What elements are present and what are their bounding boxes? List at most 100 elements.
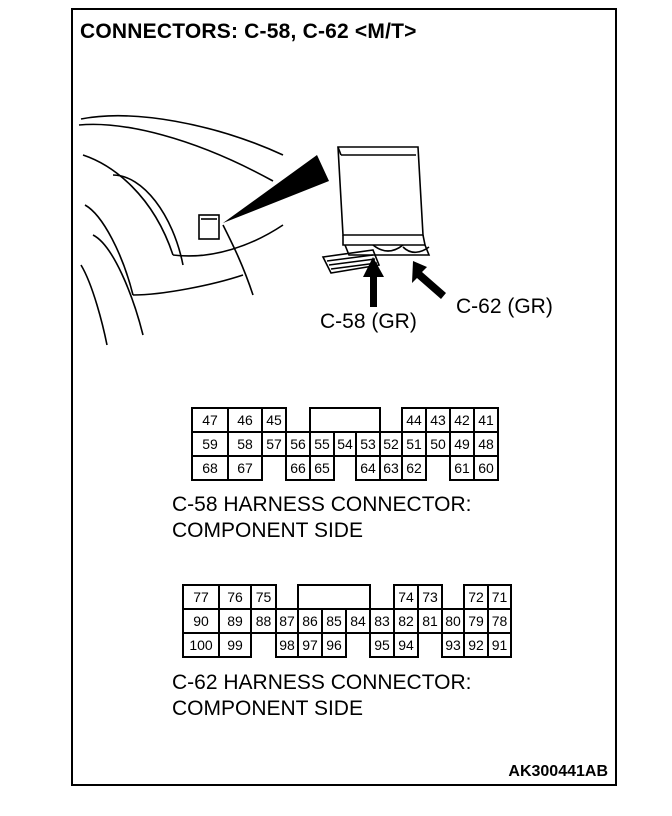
pin-number: 78 bbox=[492, 613, 508, 629]
pin-number: 58 bbox=[237, 436, 253, 452]
pin-number: 95 bbox=[374, 637, 390, 653]
pin-cell bbox=[227, 431, 263, 457]
pin-number: 84 bbox=[350, 613, 366, 629]
pin-number: 94 bbox=[398, 637, 414, 653]
pin-number: 48 bbox=[478, 436, 494, 452]
c58-callout: C-58 (GR) bbox=[320, 310, 417, 333]
pin-cell bbox=[355, 431, 381, 457]
pin-number: 73 bbox=[422, 589, 438, 605]
pin-number: 99 bbox=[227, 637, 243, 653]
c58-top-opening bbox=[309, 407, 381, 433]
pin-cell bbox=[191, 407, 229, 433]
pin-number: 45 bbox=[266, 412, 282, 428]
pin-number: 89 bbox=[227, 613, 243, 629]
pin-number: 66 bbox=[290, 460, 306, 476]
pin-number: 72 bbox=[468, 589, 484, 605]
pin-cell bbox=[250, 608, 277, 634]
pin-number: 77 bbox=[193, 589, 209, 605]
pin-number: 82 bbox=[398, 613, 414, 629]
pin-number: 91 bbox=[492, 637, 508, 653]
pin-number: 86 bbox=[302, 613, 318, 629]
pin-number: 49 bbox=[454, 436, 470, 452]
pin-cell bbox=[425, 431, 451, 457]
pin-number: 68 bbox=[202, 460, 218, 476]
pin-cell bbox=[321, 632, 347, 658]
pin-number: 71 bbox=[492, 589, 508, 605]
pin-cell bbox=[309, 455, 335, 481]
diagram-frame bbox=[71, 8, 617, 786]
pin-number: 79 bbox=[468, 613, 484, 629]
pin-number: 90 bbox=[193, 613, 209, 629]
pin-cell bbox=[218, 632, 252, 658]
pin-cell bbox=[487, 632, 512, 658]
pin-cell bbox=[227, 455, 263, 481]
pin-number: 97 bbox=[302, 637, 318, 653]
c62-top-opening bbox=[297, 584, 371, 610]
c58-pin-grid: 47 46 45 44 43 42 41 59 58 57 56 55 54 53 52 51 50 49 48 68… bbox=[191, 407, 499, 481]
pin-number: 42 bbox=[454, 412, 470, 428]
pin-number: 62 bbox=[406, 460, 422, 476]
c62-caption: C-62 HARNESS CONNECTOR: COMPONENT SIDE bbox=[172, 670, 472, 722]
pointer-wedge bbox=[223, 155, 329, 223]
pin-number: 53 bbox=[360, 436, 376, 452]
pin-number: 74 bbox=[398, 589, 414, 605]
pin-number: 81 bbox=[422, 613, 438, 629]
pin-number: 63 bbox=[383, 460, 399, 476]
c58-caption-line2: COMPONENT SIDE bbox=[172, 519, 363, 542]
pin-number: 47 bbox=[202, 412, 218, 428]
pin-number: 44 bbox=[406, 412, 422, 428]
pin-number: 100 bbox=[189, 637, 213, 653]
pin-number: 67 bbox=[237, 460, 253, 476]
pin-number: 98 bbox=[279, 637, 295, 653]
pin-number: 96 bbox=[326, 637, 342, 653]
pin-number: 57 bbox=[266, 436, 282, 452]
pin-number: 50 bbox=[430, 436, 446, 452]
pin-number: 92 bbox=[468, 637, 484, 653]
pin-cell bbox=[182, 632, 220, 658]
pin-number: 51 bbox=[406, 436, 422, 452]
pin-cell bbox=[218, 608, 252, 634]
pin-number: 88 bbox=[256, 613, 272, 629]
pin-number: 60 bbox=[478, 460, 494, 476]
pin-number: 65 bbox=[314, 460, 330, 476]
pin-cell bbox=[261, 431, 287, 457]
dashboard-illustration bbox=[78, 115, 446, 346]
c62-caption-line1: C-62 HARNESS CONNECTOR: bbox=[172, 671, 472, 694]
pin-number: 80 bbox=[445, 613, 461, 629]
pin-number: 56 bbox=[290, 436, 306, 452]
pin-number: 43 bbox=[430, 412, 446, 428]
pin-cell bbox=[393, 632, 419, 658]
pin-number: 93 bbox=[445, 637, 461, 653]
pin-cell bbox=[425, 407, 451, 433]
figure-code: AK300441AB bbox=[508, 763, 608, 780]
page-title: CONNECTORS: C-58, C-62 <M/T> bbox=[80, 20, 417, 43]
pin-cell bbox=[463, 584, 489, 610]
pin-number: 76 bbox=[227, 589, 243, 605]
c58-arrow bbox=[363, 257, 384, 307]
c62-callout: C-62 (GR) bbox=[456, 295, 553, 318]
pin-number: 83 bbox=[374, 613, 390, 629]
c62-caption-line2: COMPONENT SIDE bbox=[172, 697, 363, 720]
c62-pin-grid: 77 76 75 74 73 72 71 90 89 88 87 86 85 84 83 82 81 80 79 78… bbox=[182, 584, 512, 658]
pin-number: 59 bbox=[202, 436, 218, 452]
pin-number: 55 bbox=[314, 436, 330, 452]
c62-arrow bbox=[412, 261, 446, 299]
pin-number: 52 bbox=[383, 436, 399, 452]
c58-caption: C-58 HARNESS CONNECTOR: COMPONENT SIDE bbox=[172, 492, 472, 544]
pin-number: 75 bbox=[256, 589, 272, 605]
pin-cell bbox=[401, 455, 427, 481]
pin-cell bbox=[261, 407, 287, 433]
pin-number: 61 bbox=[454, 460, 470, 476]
c58-caption-line1: C-58 HARNESS CONNECTOR: bbox=[172, 493, 472, 516]
pin-number: 41 bbox=[478, 412, 494, 428]
pin-number: 87 bbox=[279, 613, 295, 629]
pin-number: 54 bbox=[337, 436, 353, 452]
pin-cell bbox=[473, 407, 499, 433]
pin-cell bbox=[473, 455, 499, 481]
pin-number: 85 bbox=[326, 613, 342, 629]
pin-number: 64 bbox=[360, 460, 376, 476]
pin-cell bbox=[191, 431, 229, 457]
pin-cell bbox=[345, 608, 371, 634]
pin-number: 46 bbox=[237, 412, 253, 428]
